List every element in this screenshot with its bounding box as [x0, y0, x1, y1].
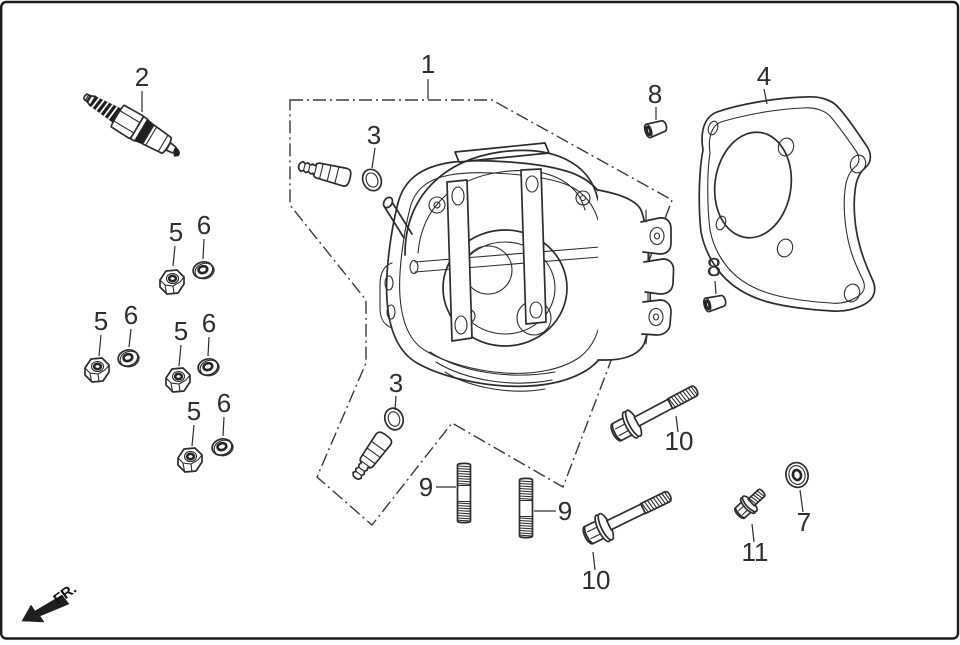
callout-8-upper: 8 — [648, 79, 662, 109]
cylinder-gasket — [698, 95, 876, 313]
callout-8-lower: 8 — [707, 252, 721, 282]
rocker-strap-right — [520, 168, 547, 325]
washer-c — [194, 355, 223, 380]
dowel-cap-upper — [641, 117, 670, 140]
front-direction-indicator: FR. — [21, 580, 80, 623]
callout-5-a: 5 — [169, 217, 183, 247]
callout-2: 2 — [135, 62, 149, 92]
sealing-washer — [785, 461, 809, 489]
callout-6-b: 6 — [124, 300, 138, 330]
rocker-strap-left — [446, 179, 473, 342]
callout-7: 7 — [797, 507, 811, 537]
o-ring-upper — [358, 165, 386, 195]
callout-4: 4 — [757, 61, 771, 91]
callout-5-c: 5 — [174, 316, 188, 346]
head-rim-outer — [385, 159, 619, 388]
callout-1: 1 — [421, 49, 435, 79]
gasket-bore — [713, 131, 793, 239]
spark-plug — [83, 93, 180, 157]
nut-a — [158, 268, 186, 296]
callout-11: 11 — [742, 537, 769, 567]
dowel-cap-lower — [701, 292, 729, 314]
callout-10-lower: 10 — [582, 565, 611, 595]
callout-6-d: 6 — [217, 388, 231, 418]
combustion-bore — [442, 229, 568, 347]
head-exhaust-flange — [597, 189, 675, 361]
leader-lines — [98, 79, 804, 571]
stud-left — [456, 462, 472, 524]
washer-b — [114, 346, 143, 371]
callout-3-upper: 3 — [367, 120, 381, 150]
flange-bolt-lower — [577, 481, 678, 551]
callout-5-b: 5 — [94, 306, 108, 336]
valve-adjuster-lower — [347, 429, 395, 485]
flange-bolt-small — [730, 483, 771, 524]
cylinder-head — [379, 142, 675, 392]
callout-9-left: 9 — [419, 472, 433, 502]
nut-d — [176, 446, 204, 474]
washer-d — [208, 435, 237, 460]
callout-9-right: 9 — [558, 496, 572, 526]
head-rim-inner — [399, 172, 605, 374]
nut-b — [83, 356, 111, 384]
group-boundary — [289, 99, 673, 527]
stud-right — [518, 477, 534, 539]
valve-adjuster-upper — [295, 156, 353, 189]
washer-a — [189, 258, 218, 283]
o-ring-lower — [381, 404, 407, 434]
front-arrow-icon — [21, 594, 70, 623]
callout-6-c: 6 — [202, 308, 216, 338]
nut-c — [164, 366, 192, 394]
callout-10-upper: 10 — [665, 426, 694, 456]
callout-5-d: 5 — [187, 396, 201, 426]
callout-3-lower: 3 — [389, 368, 403, 398]
callout-6-a: 6 — [197, 210, 211, 240]
